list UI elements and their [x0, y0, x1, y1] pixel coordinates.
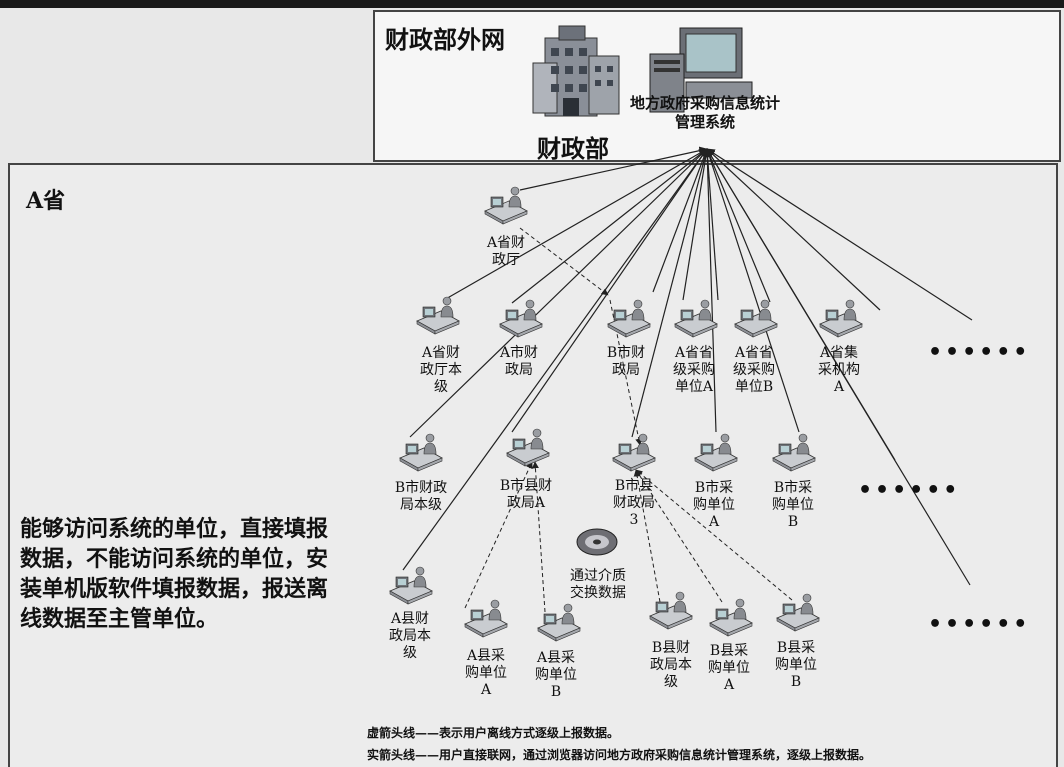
solid-arrow-line — [443, 148, 708, 301]
legend-solid: 实箭头线——用户直接联网，通过浏览器访问地方政府采购信息统计管理系统，逐级上报数… — [367, 748, 872, 762]
dashed-arrow-line — [464, 461, 533, 609]
solid-arrow-line — [631, 148, 710, 438]
node-label: B市采 购单位 A — [693, 480, 735, 530]
dashed-arrow-line — [519, 227, 609, 296]
access-note: 能够访问系统的单位，直接填报数据，不能访问系统的单位，安装单机版软件填报数据，报… — [20, 517, 329, 632]
system-label: 地方政府采购信息统计 管理系统 — [629, 94, 780, 131]
legend-dashed: 虚箭头线——表示用户离线方式逐级上报数据。 — [367, 726, 620, 740]
workstation-icon — [499, 299, 543, 338]
solid-arrow-line — [705, 148, 800, 433]
ministry-label: 财政部 — [537, 134, 609, 163]
node-label: A市财 政局 — [499, 345, 539, 378]
building-icon — [532, 25, 620, 117]
node-label: A县采 购单位 B — [535, 650, 577, 700]
workstation-icon — [484, 186, 528, 225]
server-icon — [649, 27, 753, 113]
workstation-icon — [612, 433, 656, 472]
node-label: B市采 购单位 B — [772, 480, 814, 530]
solid-arrow-line — [652, 148, 709, 293]
workstation-icon — [537, 603, 581, 642]
workstation-icon — [776, 593, 820, 632]
workstation-icon — [709, 598, 753, 637]
solid-arrow-line — [511, 148, 708, 433]
media-exchange-label: 通过介质 交换数据 — [570, 568, 626, 601]
dashed-arrow-line — [635, 469, 793, 601]
node-label: A省财 政厅 — [486, 235, 526, 268]
node-label: A省财 政厅本 级 — [420, 345, 462, 395]
solid-arrow-lines — [402, 146, 973, 586]
node-label: B县采 购单位 B — [775, 640, 817, 690]
workstation-icon — [506, 428, 550, 467]
node-label: A省集 采机构 A — [818, 345, 860, 395]
province-title: A省 — [26, 188, 66, 214]
solid-arrow-line — [706, 148, 881, 311]
ellipsis-row-3: •••••• — [928, 612, 1031, 637]
node-label: B市财 政局 — [606, 345, 646, 378]
node-label: B市县财 政局A — [499, 478, 553, 511]
solid-arrow-line — [703, 148, 717, 433]
node-label: A省省 级采购 单位A — [673, 345, 715, 395]
node-label: A县财 政局本 级 — [389, 611, 431, 661]
mof-extranet-title: 财政部外网 — [385, 25, 505, 54]
ellipsis-row-2: •••••• — [858, 478, 961, 503]
workstation-icon — [389, 566, 433, 605]
solid-arrow-line — [706, 148, 971, 586]
solid-arrow-line — [402, 148, 708, 571]
workstation-icon — [674, 299, 718, 338]
solid-arrow-line — [511, 148, 708, 304]
workstation-icon — [772, 433, 816, 472]
workstation-icon — [649, 591, 693, 630]
computer-icons — [389, 186, 863, 642]
node-label: B县采 购单位 A — [708, 643, 750, 693]
workstation-icon — [607, 299, 651, 338]
node-label: B市县 财政局 3 — [613, 478, 655, 528]
dashed-arrow-lines — [464, 227, 793, 613]
solid-arrow-line — [409, 148, 708, 438]
workstation-icon — [694, 433, 738, 472]
workstation-icon — [399, 433, 443, 472]
node-label: A县采 购单位 A — [465, 648, 507, 698]
solid-arrow-line — [703, 148, 719, 301]
node-label: B市财政 局本级 — [394, 480, 448, 513]
solid-arrow-line — [519, 146, 708, 191]
top-border — [0, 0, 1064, 8]
node-label: B县财 政局本 级 — [650, 640, 692, 690]
workstation-icon — [464, 599, 508, 638]
solid-arrow-line — [682, 148, 710, 301]
dashed-arrow-line — [633, 469, 661, 603]
workstation-icon — [416, 296, 460, 335]
solid-arrow-line — [705, 148, 771, 303]
workstation-icon — [819, 299, 863, 338]
ellipsis-row-1: •••••• — [928, 340, 1031, 365]
solid-arrow-line — [706, 148, 973, 321]
workstation-icon — [734, 299, 778, 338]
dashed-arrow-line — [635, 469, 723, 603]
disc-icon — [576, 528, 618, 556]
node-label: A省省 级采购 单位B — [733, 345, 775, 395]
